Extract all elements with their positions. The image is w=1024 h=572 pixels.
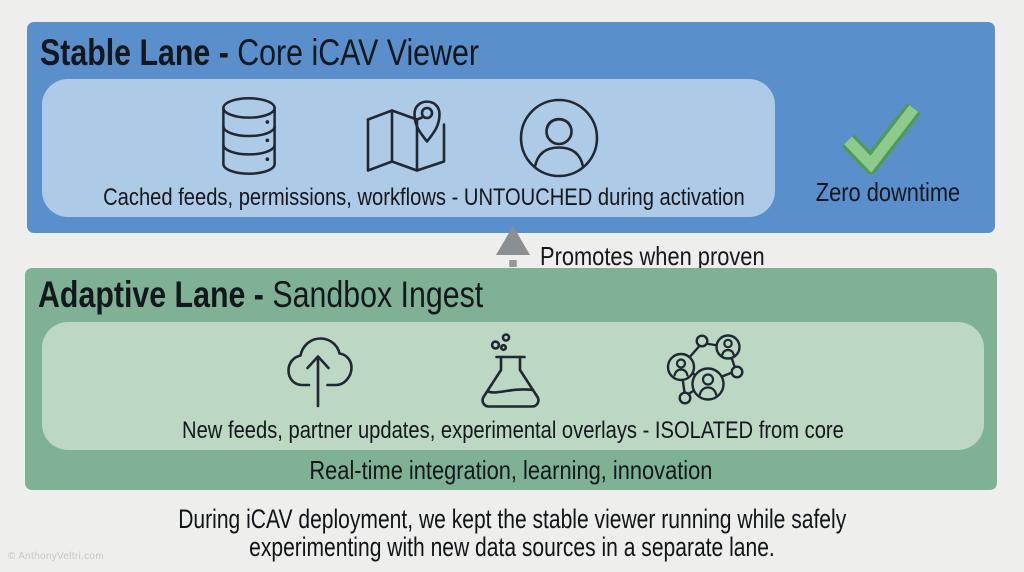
database-icon: [222, 97, 276, 175]
zero-downtime-label: Zero downtime: [815, 177, 960, 207]
adaptive-lane-caption-row: Real-time integration, learning, innovat…: [25, 456, 997, 484]
map-location-icon: [366, 100, 446, 172]
adaptive-lane-caption: Real-time integration, learning, innovat…: [309, 455, 713, 485]
slide-caption-line2-row: experimenting with new data sources in a…: [0, 531, 1024, 562]
user-avatar-icon: [519, 98, 599, 178]
promotion-label: Promotes when proven: [540, 241, 765, 271]
adaptive-lane-box: Adaptive Lane - Sandbox Ingest: [25, 268, 997, 490]
stable-lane-panel: Cached feeds, permissions, workflows - U…: [42, 79, 775, 217]
stable-lane-title-regular: Core iCAV Viewer: [237, 32, 479, 73]
stable-panel-text: Cached feeds, permissions, workflows - U…: [103, 184, 745, 211]
slide-caption: During iCAV deployment, we kept the stab…: [0, 504, 1024, 562]
flask-icon: [481, 333, 540, 408]
cloud-upload-icon: [287, 337, 353, 408]
checkmark-icon: [841, 103, 921, 174]
stable-lane-title-bold: Stable Lane -: [40, 32, 238, 73]
adaptive-lane-title-regular: Sandbox Ingest: [272, 274, 484, 315]
slide-caption-line1-row: During iCAV deployment, we kept the stab…: [0, 504, 1024, 534]
slide-caption-line1: During iCAV deployment, we kept the stab…: [177, 504, 847, 534]
adaptive-panel-text: New feeds, partner updates, experimental…: [182, 417, 844, 444]
adaptive-lane-title-bold: Adaptive Lane -: [38, 274, 273, 315]
stable-panel-text-row: Cached feeds, permissions, workflows - U…: [42, 183, 775, 213]
adaptive-lane-panel: New feeds, partner updates, experimental…: [42, 322, 984, 450]
stable-lane-title: Stable Lane - Core iCAV Viewer: [40, 30, 479, 76]
slide-caption-line2: experimenting with new data sources in a…: [249, 531, 775, 562]
adaptive-panel-text-row: New feeds, partner updates, experimental…: [42, 416, 984, 446]
stable-lane-box: Stable Lane - Core iCAV Viewer: [27, 22, 995, 233]
adaptive-lane-title: Adaptive Lane - Sandbox Ingest: [38, 272, 483, 318]
network-users-icon: [666, 334, 744, 405]
watermark: © AnthonyVeltri.com: [8, 551, 104, 562]
zero-downtime-row: Zero downtime: [800, 178, 975, 206]
